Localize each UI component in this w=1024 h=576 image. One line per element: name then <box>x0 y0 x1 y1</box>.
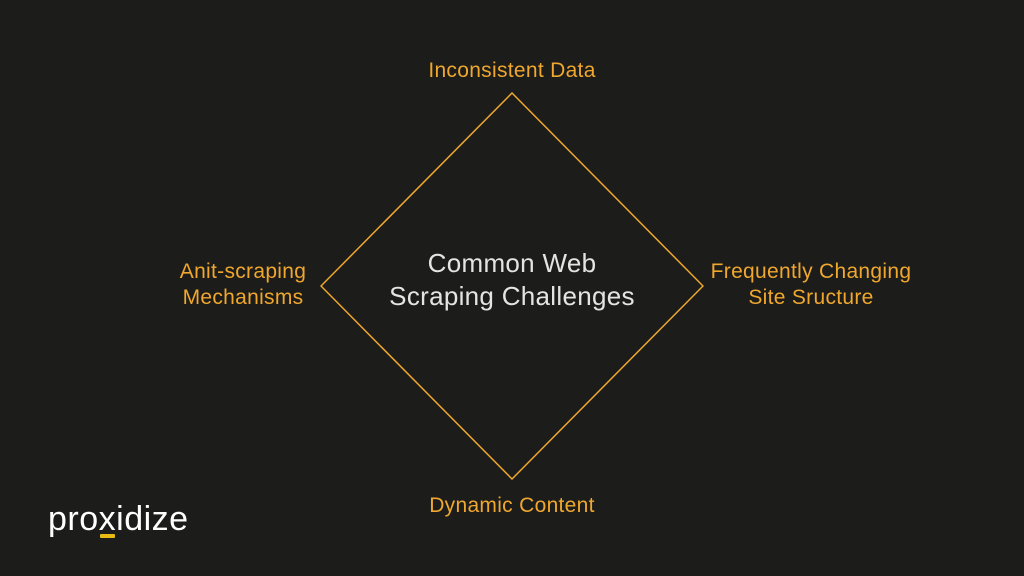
logo-x-wrap: x <box>99 498 117 540</box>
logo-text-pro: pro <box>48 500 99 538</box>
challenge-label-left: Anit-scraping Mechanisms <box>130 259 356 311</box>
challenge-label-left-line2: Mechanisms <box>182 286 304 309</box>
challenge-label-bottom-text: Dynamic Content <box>429 494 595 517</box>
challenge-label-right-line2: Site Sructure <box>748 286 874 309</box>
logo-text-idize: idize <box>116 500 189 538</box>
logo-x-underline <box>99 534 116 538</box>
challenge-label-right-line1: Frequently Changing <box>710 260 912 283</box>
challenge-label-bottom: Dynamic Content <box>0 493 1024 519</box>
challenge-label-left-line1: Anit-scraping <box>179 260 307 283</box>
diagram-center-title-line1: Common Web <box>427 248 597 278</box>
diagram-center-title: Common Web Scraping Challenges <box>320 86 704 474</box>
diagram-center-title-line2: Scraping Challenges <box>389 281 635 311</box>
logo-text-x: x <box>98 500 117 538</box>
diamond-outline <box>320 92 704 480</box>
challenge-label-top-text: Inconsistent Data <box>428 59 596 82</box>
challenge-label-top: Inconsistent Data <box>0 58 1024 84</box>
challenge-label-right: Frequently Changing Site Sructure <box>700 259 922 311</box>
